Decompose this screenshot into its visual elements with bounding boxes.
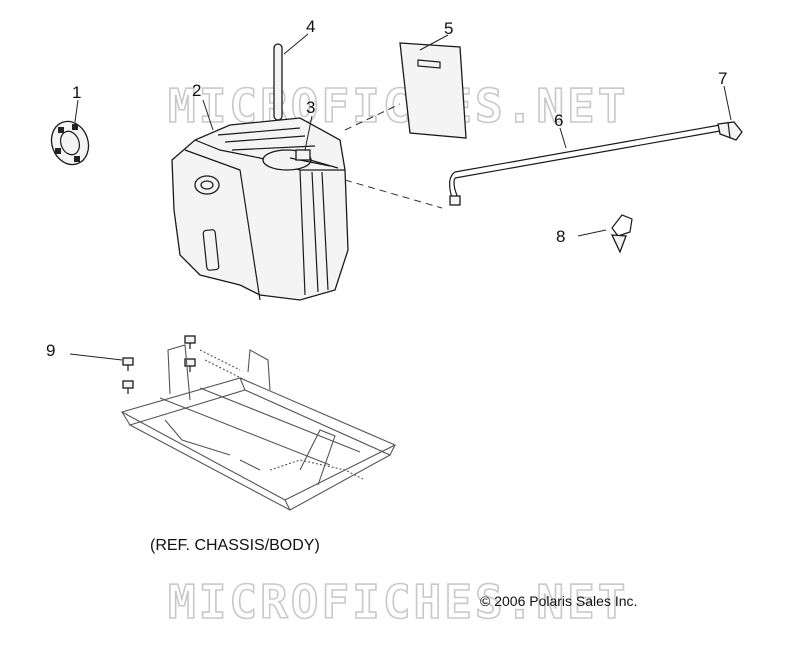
assembly-line-lower <box>344 179 443 209</box>
reference-chassis-frame <box>120 344 397 511</box>
part-3-fuel-pump <box>289 149 339 169</box>
part-2-fuel-tank <box>171 117 349 301</box>
copyright-text: © 2006 Polaris Sales Inc. <box>480 593 637 609</box>
callout-3: 3 <box>306 98 315 117</box>
part-1-cap-ring <box>50 120 90 166</box>
watermark-bottom: MICROFICHES.NET <box>168 575 628 629</box>
callout-6: 6 <box>554 111 563 130</box>
callout-8: 8 <box>556 227 565 246</box>
callout-4: 4 <box>306 17 315 36</box>
callout-1: 1 <box>72 83 81 102</box>
part-6-fuel-line <box>449 124 721 206</box>
assembly-line-upper <box>344 103 401 131</box>
callout-7: 7 <box>718 69 727 88</box>
callout-2: 2 <box>192 81 201 100</box>
part-4-vent-hose <box>273 43 283 121</box>
callout-9: 9 <box>46 341 55 360</box>
part-7-fitting <box>717 121 743 141</box>
reference-note: (REF. CHASSIS/BODY) <box>150 537 320 554</box>
part-5-gasket-sheet <box>399 42 467 139</box>
part-9-bolts <box>122 335 196 394</box>
part-8-clip <box>610 214 633 254</box>
callout-5: 5 <box>444 19 453 38</box>
